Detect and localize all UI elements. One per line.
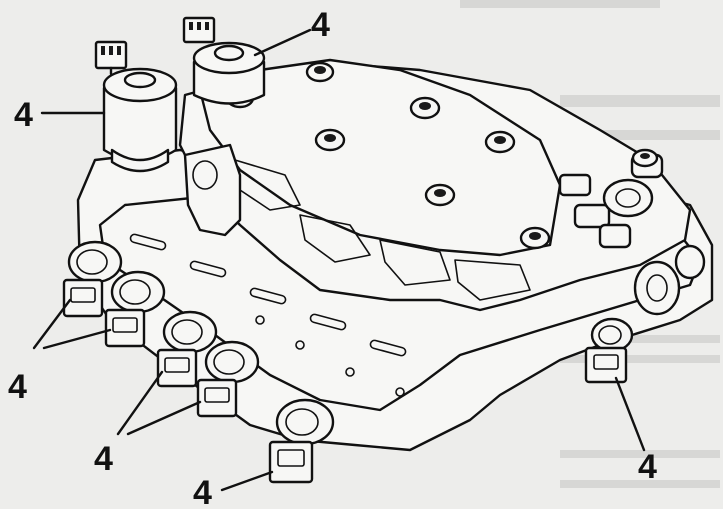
connector-plug — [156, 348, 198, 388]
connector-plug — [104, 308, 146, 348]
leader-top-right — [253, 28, 312, 57]
bolt — [519, 226, 551, 250]
leader-right — [614, 376, 646, 452]
end-boss-inner — [646, 274, 668, 302]
port-4 — [598, 223, 632, 249]
connector-plug — [94, 40, 128, 76]
lower-solenoid-5 — [268, 398, 335, 484]
port-2 — [573, 203, 611, 229]
leader-bottom — [220, 470, 274, 492]
left-bracket — [183, 143, 242, 237]
end-boss-small — [674, 244, 706, 280]
bracket-hole — [192, 160, 218, 190]
callout-middle-solenoids: 4 — [94, 440, 113, 478]
bolt — [424, 183, 456, 207]
bolt — [305, 61, 335, 83]
lower-solenoid-3 — [156, 310, 218, 388]
bolt — [631, 148, 659, 168]
callout-left-solenoids: 4 — [8, 368, 27, 406]
leader-middle-b — [126, 400, 202, 436]
valve-body — [76, 58, 714, 452]
connector-plug — [584, 346, 628, 384]
callout-left-upper: 4 — [14, 96, 33, 134]
leader-middle-a — [116, 370, 164, 436]
right-solenoid — [584, 317, 634, 384]
callout-bottom-solenoid: 4 — [193, 474, 212, 509]
callout-right-solenoid: 4 — [638, 448, 657, 486]
port-1 — [558, 173, 592, 197]
pocket-4 — [454, 259, 531, 301]
port-3 — [602, 178, 654, 218]
pocket-3 — [379, 239, 451, 286]
leader-left-a — [32, 298, 72, 350]
plate-slots — [129, 233, 407, 397]
raised-plate — [198, 58, 562, 257]
lower-solenoid-1 — [62, 240, 123, 318]
connector-plug — [62, 278, 104, 318]
callout-top-right: 4 — [311, 6, 330, 44]
port-3-inner — [615, 188, 641, 208]
lower-solenoid-2 — [104, 270, 166, 348]
leader-left-b — [42, 328, 112, 350]
pocket-2 — [299, 214, 371, 263]
connector-plug — [268, 440, 314, 484]
end-boss-outer — [633, 260, 681, 316]
upper-right-solenoid — [182, 16, 266, 105]
page-bleed-through — [460, 0, 720, 488]
connector-plug — [196, 378, 238, 418]
connector-plug — [182, 16, 216, 44]
bolt — [409, 96, 441, 120]
bolt — [484, 130, 516, 154]
upper-left-solenoid — [94, 40, 178, 173]
callout-labels: 4 4 4 4 4 4 — [8, 6, 657, 509]
bolt — [314, 128, 346, 152]
lower-solenoid-4 — [196, 340, 260, 418]
leader-lines — [32, 28, 646, 492]
